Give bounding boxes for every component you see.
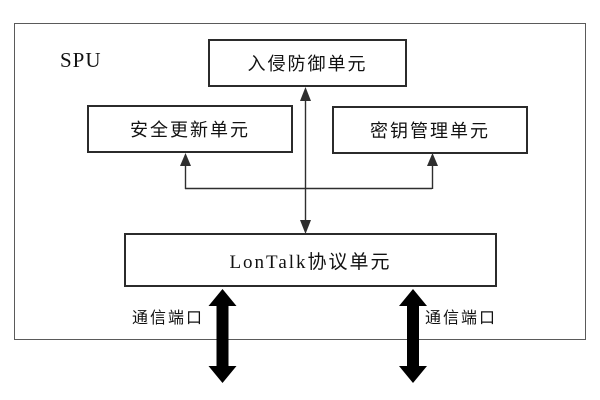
unit-box-lontalk-protocol: LonTalk协议单元 — [124, 233, 497, 287]
unit-box-intrusion-prevention: 入侵防御单元 — [208, 39, 407, 87]
spu-boundary-box — [14, 23, 586, 340]
unit-label-lontalk-protocol: LonTalk协议单元 — [229, 251, 392, 273]
spu-label: SPU — [60, 48, 102, 72]
unit-label-security-update: 安全更新单元 — [130, 120, 250, 140]
unit-label-intrusion-prevention: 入侵防御单元 — [247, 54, 368, 74]
unit-box-security-update: 安全更新单元 — [87, 105, 293, 153]
comm-port-label-right: 通信端口 — [425, 310, 498, 327]
comm-port-label-left: 通信端口 — [132, 310, 205, 327]
unit-box-key-management: 密钥管理单元 — [332, 106, 528, 154]
unit-label-key-management: 密钥管理单元 — [370, 121, 490, 141]
